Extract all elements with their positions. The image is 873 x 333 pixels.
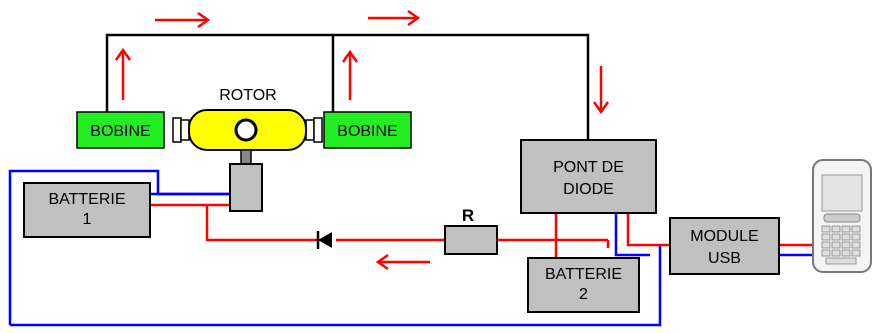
resistor: R xyxy=(444,206,498,255)
battery-2-label-line1: BATTERIE xyxy=(545,266,622,283)
diode-bridge-label-line1: PONT DE xyxy=(553,159,624,176)
arrow-up-left-icon xyxy=(114,47,132,100)
diode-icon xyxy=(316,231,332,249)
arrow-top-right-icon xyxy=(368,9,421,27)
resistor-label: R xyxy=(462,206,474,225)
coil-left-label: BOBINE xyxy=(90,123,150,140)
battery-2: BATTERIE 2 xyxy=(527,257,640,313)
phone-icon xyxy=(812,159,872,273)
coil-right: BOBINE xyxy=(323,111,412,149)
battery-1-label-line2: 1 xyxy=(83,211,92,228)
diode-bridge: PONT DE DIODE xyxy=(520,139,657,214)
usb-module-label-line1: MODULE xyxy=(690,228,758,245)
rotor: ROTOR xyxy=(172,87,323,212)
battery-1: BATTERIE 1 xyxy=(23,182,151,238)
arrow-down-icon xyxy=(592,66,610,115)
blue-wiring xyxy=(8,169,825,327)
battery-2-label-line2: 2 xyxy=(579,286,588,303)
arrow-top-left-icon xyxy=(155,11,211,29)
top-wiring xyxy=(105,33,590,140)
coil-right-label: BOBINE xyxy=(337,123,397,140)
generator-block xyxy=(229,163,263,212)
arrow-up-right-icon xyxy=(341,49,359,100)
usb-module: MODULE USB xyxy=(669,217,780,275)
current-arrows xyxy=(114,9,610,271)
rotor-label: ROTOR xyxy=(219,87,276,104)
arrow-left-bottom-icon xyxy=(375,253,430,271)
battery-1-label-line1: BATTERIE xyxy=(48,191,125,208)
usb-module-label-line2: USB xyxy=(708,250,741,267)
red-wiring xyxy=(150,203,825,258)
coil-left: BOBINE xyxy=(76,111,165,149)
diode-bridge-label-line2: DIODE xyxy=(563,181,614,198)
